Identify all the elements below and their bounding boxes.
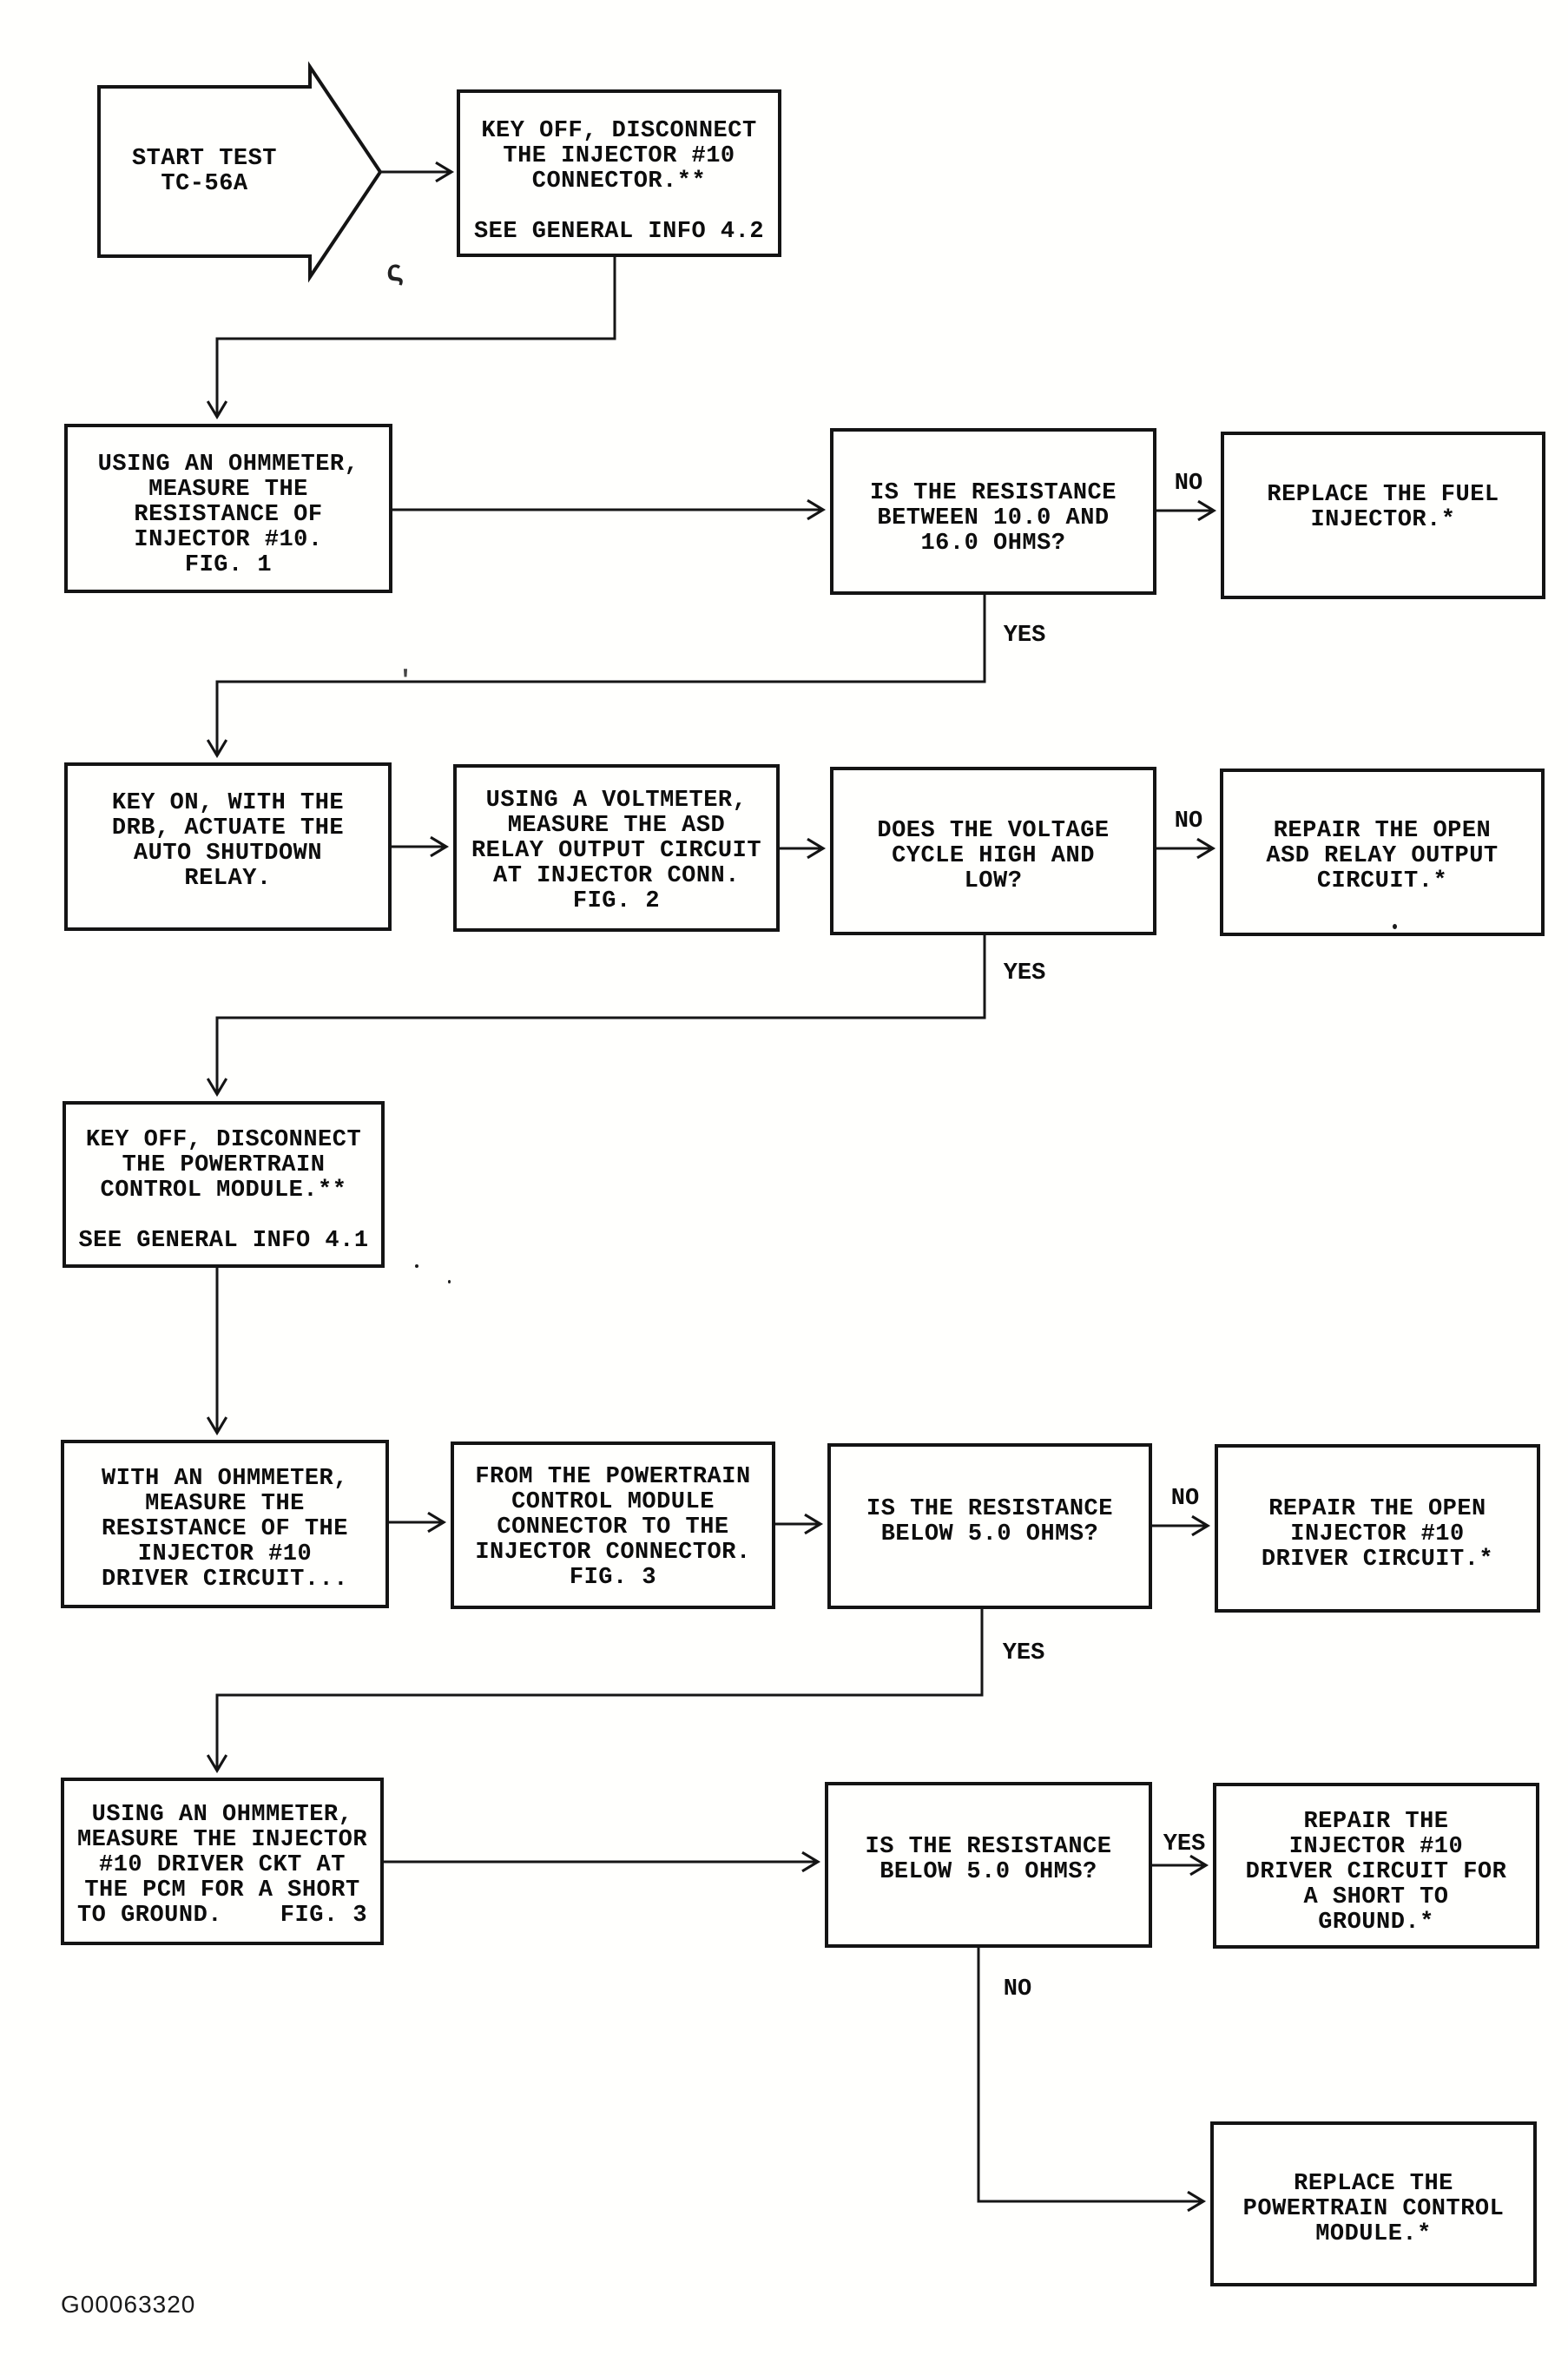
scan-artifact-dot	[415, 1264, 418, 1268]
edge-label-yes-short: YES	[1163, 1831, 1206, 1857]
edge-question4-no	[977, 1948, 1203, 2201]
edge-label-yes-open: YES	[1002, 1640, 1045, 1666]
node-question-voltage-cycles: DOES THE VOLTAGE CYCLE HIGH AND LOW?	[830, 767, 1156, 935]
node-replace-pcm: REPLACE THE POWERTRAIN CONTROL MODULE.*	[1210, 2121, 1537, 2286]
figure-code: G00063320	[61, 2291, 196, 2318]
node-measure-driver-short: USING AN OHMMETER, MEASURE THE INJECTOR …	[61, 1778, 384, 1945]
edge-label-no-short: NO	[1003, 1976, 1032, 2002]
node-repair-short-driver: REPAIR THE INJECTOR #10 DRIVER CIRCUIT F…	[1213, 1783, 1539, 1949]
node-start: START TEST TC-56A	[131, 145, 278, 197]
node-repair-open-driver: REPAIR THE OPEN INJECTOR #10 DRIVER CIRC…	[1215, 1444, 1540, 1613]
node-question-below-5-short: IS THE RESISTANCE BELOW 5.0 OHMS?	[825, 1782, 1152, 1948]
node-disconnect-injector: KEY OFF, DISCONNECT THE INJECTOR #10 CON…	[457, 89, 781, 257]
scan-artifact-tick: '	[398, 667, 414, 696]
edge-label-no-voltage: NO	[1174, 808, 1203, 835]
node-pcm-to-injector-connector: FROM THE POWERTRAIN CONTROL MODULE CONNE…	[451, 1441, 775, 1609]
start-arrow-shape	[97, 61, 383, 283]
edge-label-no-open: NO	[1170, 1486, 1200, 1512]
node-question-resistance-10-16: IS THE RESISTANCE BETWEEN 10.0 AND 16.0 …	[830, 428, 1156, 595]
edge-question3-yes	[217, 1609, 984, 1771]
edge-label-no-resistance: NO	[1174, 471, 1203, 497]
scan-artifact-dot	[448, 1280, 451, 1283]
node-disconnect-pcm: KEY OFF, DISCONNECT THE POWERTRAIN CONTR…	[63, 1101, 385, 1268]
node-repair-asd-output: REPAIR THE OPEN ASD RELAY OUTPUT CIRCUIT…	[1220, 769, 1545, 936]
edge-label-yes-voltage: YES	[1003, 960, 1046, 986]
edge-question1-yes	[217, 595, 986, 755]
node-measure-driver-resistance: WITH AN OHMMETER, MEASURE THE RESISTANCE…	[61, 1440, 389, 1608]
node-measure-injector-resistance: USING AN OHMMETER, MEASURE THE RESISTANC…	[64, 424, 392, 593]
scan-artifact-dot	[1393, 924, 1397, 929]
node-question-below-5-open: IS THE RESISTANCE BELOW 5.0 OHMS?	[827, 1443, 1152, 1609]
edge-question2-yes	[217, 935, 986, 1094]
edge-label-yes-resistance: YES	[1003, 623, 1046, 649]
node-replace-fuel-injector: REPLACE THE FUEL INJECTOR.*	[1221, 432, 1545, 599]
node-actuate-asd-relay: KEY ON, WITH THE DRB, ACTUATE THE AUTO S…	[64, 762, 392, 931]
node-measure-asd-output: USING A VOLTMETER, MEASURE THE ASD RELAY…	[453, 764, 780, 932]
edge-disconnect-to-measure	[217, 257, 616, 417]
